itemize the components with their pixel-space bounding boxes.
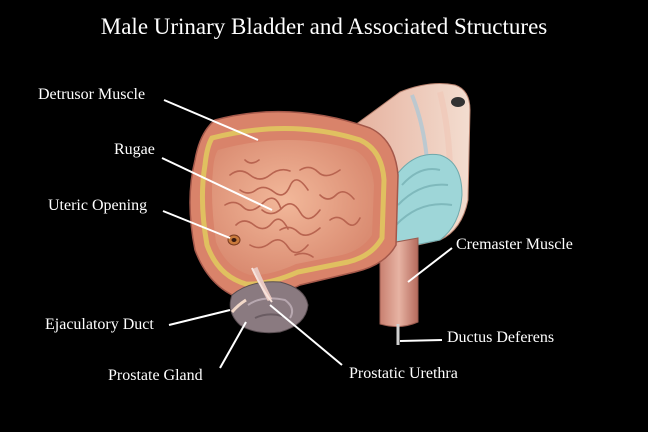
- fat-layer: [199, 125, 387, 287]
- prostate-texture: [247, 297, 294, 319]
- leader-ejaculatory-duct: [168, 309, 231, 326]
- label-ductus-deferens: Ductus Deferens: [447, 329, 555, 346]
- leader-lines: [161, 99, 453, 369]
- cremaster-striation: [395, 203, 453, 226]
- leader-cremaster-muscle: [407, 247, 453, 283]
- rugae-folds: [224, 159, 361, 258]
- prostatic-urethra-highlight: [251, 267, 273, 303]
- prostate-gland-body: [229, 281, 309, 334]
- leader-ductus-deferens: [399, 339, 443, 342]
- ejaculatory-duct-segment: [230, 298, 247, 313]
- prostate-texture: [254, 313, 283, 319]
- leader-uteric-opening: [162, 210, 231, 239]
- leader-prostate-gland: [219, 321, 247, 369]
- cremaster-striation: [401, 168, 441, 186]
- label-ejaculatory-duct: Ejaculatory Duct: [45, 316, 154, 333]
- leader-rugae: [161, 157, 273, 211]
- spermatic-cord: [379, 237, 419, 328]
- cremaster-muscle-region: [379, 153, 463, 253]
- cremaster-striation: [397, 183, 449, 206]
- label-uteric-opening: Uteric Opening: [48, 197, 148, 214]
- label-prostatic-urethra: Prostatic Urethra: [349, 365, 458, 382]
- uteric-opening-hole: [231, 238, 237, 242]
- label-cremaster-muscle: Cremaster Muscle: [456, 236, 573, 253]
- label-detrusor-muscle: Detrusor Muscle: [38, 86, 146, 103]
- diagram-title: Male Urinary Bladder and Associated Stru…: [100, 14, 548, 39]
- model-pin-mark: [451, 97, 465, 107]
- leader-detrusor-muscle: [163, 99, 259, 141]
- label-rugae: Rugae: [114, 141, 155, 158]
- label-prostate-gland: Prostate Gland: [108, 367, 203, 384]
- leader-prostatic-urethra: [269, 304, 343, 366]
